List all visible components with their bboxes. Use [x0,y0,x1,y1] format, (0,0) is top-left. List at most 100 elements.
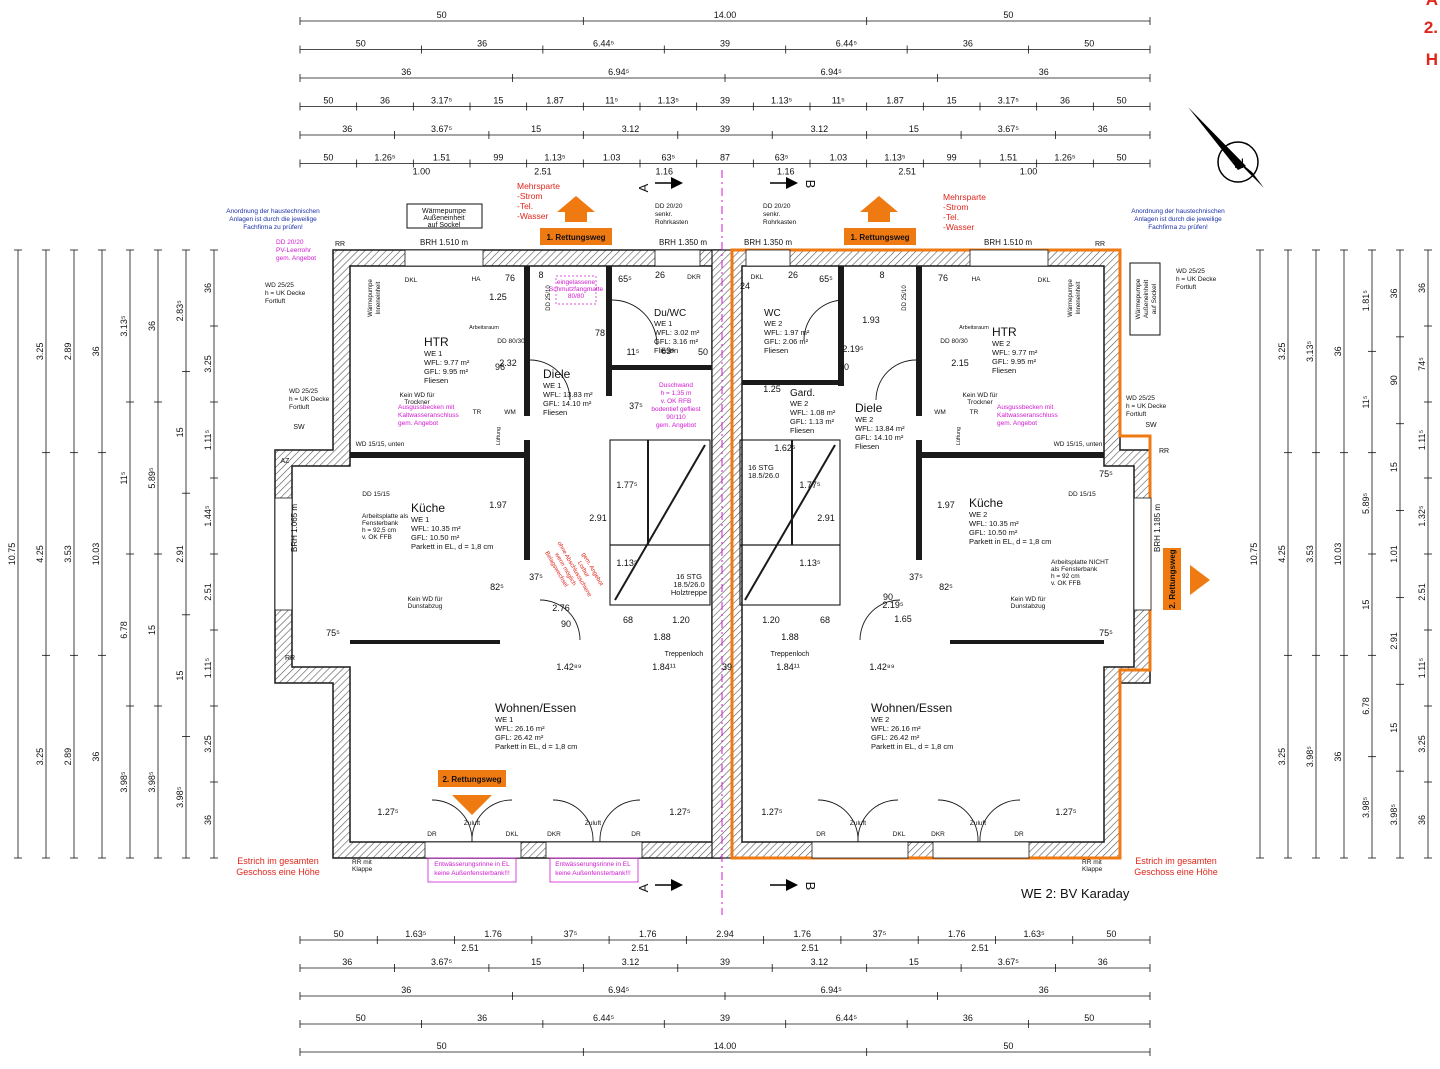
dimension-value: 6.44⁵ [836,1013,858,1023]
heat-pump-indoor-label-we2: Wärmepumpe [1068,279,1074,317]
room-info-kueche2: WE 2 [969,510,987,519]
door-mat-note: eingelassene [557,279,596,286]
inner-dimension: 65⁵ [618,274,632,284]
dimension-value: 10.03 [91,543,101,566]
inner-dimension: 1.20 [672,615,690,625]
inner-dimension: 37⁵ [629,401,643,411]
room-name-htr1: HTR [424,335,449,349]
dimension-value: 99 [947,153,957,163]
dimension-value: 15 [493,96,503,106]
room-info-wohnen1: WE 1 [495,715,513,724]
wall-kueche-wohnen-we1 [350,640,500,644]
wall-wc-gard-we2 [742,380,842,385]
code-dkl: DKL [893,831,906,838]
inner-dimension: 82⁵ [490,582,504,592]
shower-wall-note: gem. Angebot [656,422,696,429]
sink-note-we1: Kaltwasseranschluss [398,412,459,419]
dimension-value: 39 [720,39,730,49]
dimension-value: 87 [720,153,730,163]
code-luftung: Lüftung [956,427,962,445]
escape-route-arrow-top-we2 [844,196,916,245]
inner-dimension: 1.13⁵ [616,558,638,568]
dryer-note: Trockner [404,399,430,406]
shower-wall-note: 90/110 [666,414,686,421]
wall-opening-note: WD 25/25 [265,282,294,289]
hood-note: Kein WD für [407,596,443,603]
dimension-value: 2.94 [716,929,734,939]
inner-dimension: 75⁵ [1099,469,1113,479]
dimension-value: 36 [1039,985,1049,995]
inner-dimension: 68 [623,615,633,625]
heat-pump-label-we1: Außeneinheit [423,215,464,222]
room-info-wohnen2: WFL: 26.16 m² [871,724,921,733]
dimension-value: 1.87 [886,96,904,106]
room-info-htr2: Fliesen [992,366,1016,375]
wall-opening-note: h = UK Decke [1126,403,1167,410]
dimension-value: 11⁵ [1361,395,1371,408]
escape-route-label: 2. Rettungsweg [1168,549,1177,608]
stair-note-we2: 16 STG [748,463,774,472]
dimension-chain-right: 10.753.254.253.253.13⁵3.533.98⁵3610.0336… [1249,249,1432,859]
duct-note-we1: senkr. [655,211,673,218]
code-dkr: DKR [687,274,701,281]
dimension-value: 1.13⁵ [658,96,680,106]
drain-note: keine Außenfensterbank!!! [434,870,510,877]
dimension-value: 3.13⁵ [1305,340,1315,362]
drain-box [427,857,517,883]
room-info-wohnen1: GFL: 26.42 m² [495,733,544,742]
dimension-value: 3.25 [1417,735,1427,753]
room-info-duwc1: WFL: 3.02 m² [654,328,700,337]
dimension-value: 15 [947,96,957,106]
svg-text:N: N [1234,155,1244,171]
room-info-duwc1: Fliesen [654,346,678,355]
room-name-wohnen2: Wohnen/Essen [871,701,952,715]
annotation-notes: Mehrsparte-Strom-Tel.-WasserMehrsparte-S… [226,177,1225,901]
dimension-subvalue: 1.00 [1020,167,1038,177]
dimension-subvalue: 1.16 [777,167,795,177]
inner-dimension: 1.65 [894,614,912,624]
inner-dimension: 1.84¹¹ [652,662,676,672]
dimension-subvalue: 2.51 [971,943,989,953]
inner-dimension: 76 [505,273,515,283]
worktop-note-we1: h = 92,5 cm [362,527,396,534]
dimension-subvalue: 2.51 [534,167,552,177]
wall-diele-wc-we2 [838,266,844,386]
dimension-value: 99 [493,153,503,163]
ceiling-opening-code: DD 15/15 [362,491,390,498]
room-info-wc2: GFL: 2.06 m² [764,337,809,346]
dimension-value: 5.89⁵ [1361,492,1371,514]
inner-dimension: 1.97 [937,500,955,510]
dimension-value: 63⁵ [775,153,789,163]
wall-htr-diele-we1 [524,266,530,416]
dimension-value: 50 [1003,10,1013,20]
dimension-value: 14.00 [714,10,737,20]
room-info-wc2: WE 2 [764,319,782,328]
dimension-value: 36 [1333,346,1343,356]
room-info-diele2: GFL: 14.10 m² [855,433,904,442]
dimension-value: 1.76 [639,929,657,939]
heat-pump-indoor-label-we1: Inneneinheit [376,281,382,314]
code-rr: RR [1095,241,1105,248]
dimension-value: 39 [720,96,730,106]
dimension-subvalue: 2.51 [461,943,479,953]
dimension-value: 3.17⁵ [998,96,1020,106]
inner-dimension: 24 [740,281,750,291]
dimension-value: 50 [356,1013,366,1023]
room-info-gard2: Fliesen [790,426,814,435]
wall-opening-note: h = UK Decke [289,396,330,403]
installation-note-we2: Anlagen ist durch die jeweilige [1134,216,1222,223]
ceiling-opening-code: DD 25/10 [902,285,908,311]
dimension-value: 1.13⁵ [544,153,566,163]
dimension-value: 6.94⁵ [608,985,630,995]
dimension-value: 3.98⁵ [175,786,185,808]
worktop-note-we1: v. OK FFB [362,534,392,541]
code-dr: DR [427,831,437,838]
stair-void-label: Treppenloch [665,651,704,658]
dimension-value: 36 [401,985,411,995]
wall-opening-note: WD 25/25 [1126,395,1155,402]
staircase-we2 [739,439,841,606]
dimension-value: 1.11⁵ [203,429,213,450]
dimension-value: 36 [1098,124,1108,134]
inner-dimension: 40 [839,362,849,372]
inner-dimension: 2.15 [951,358,969,368]
